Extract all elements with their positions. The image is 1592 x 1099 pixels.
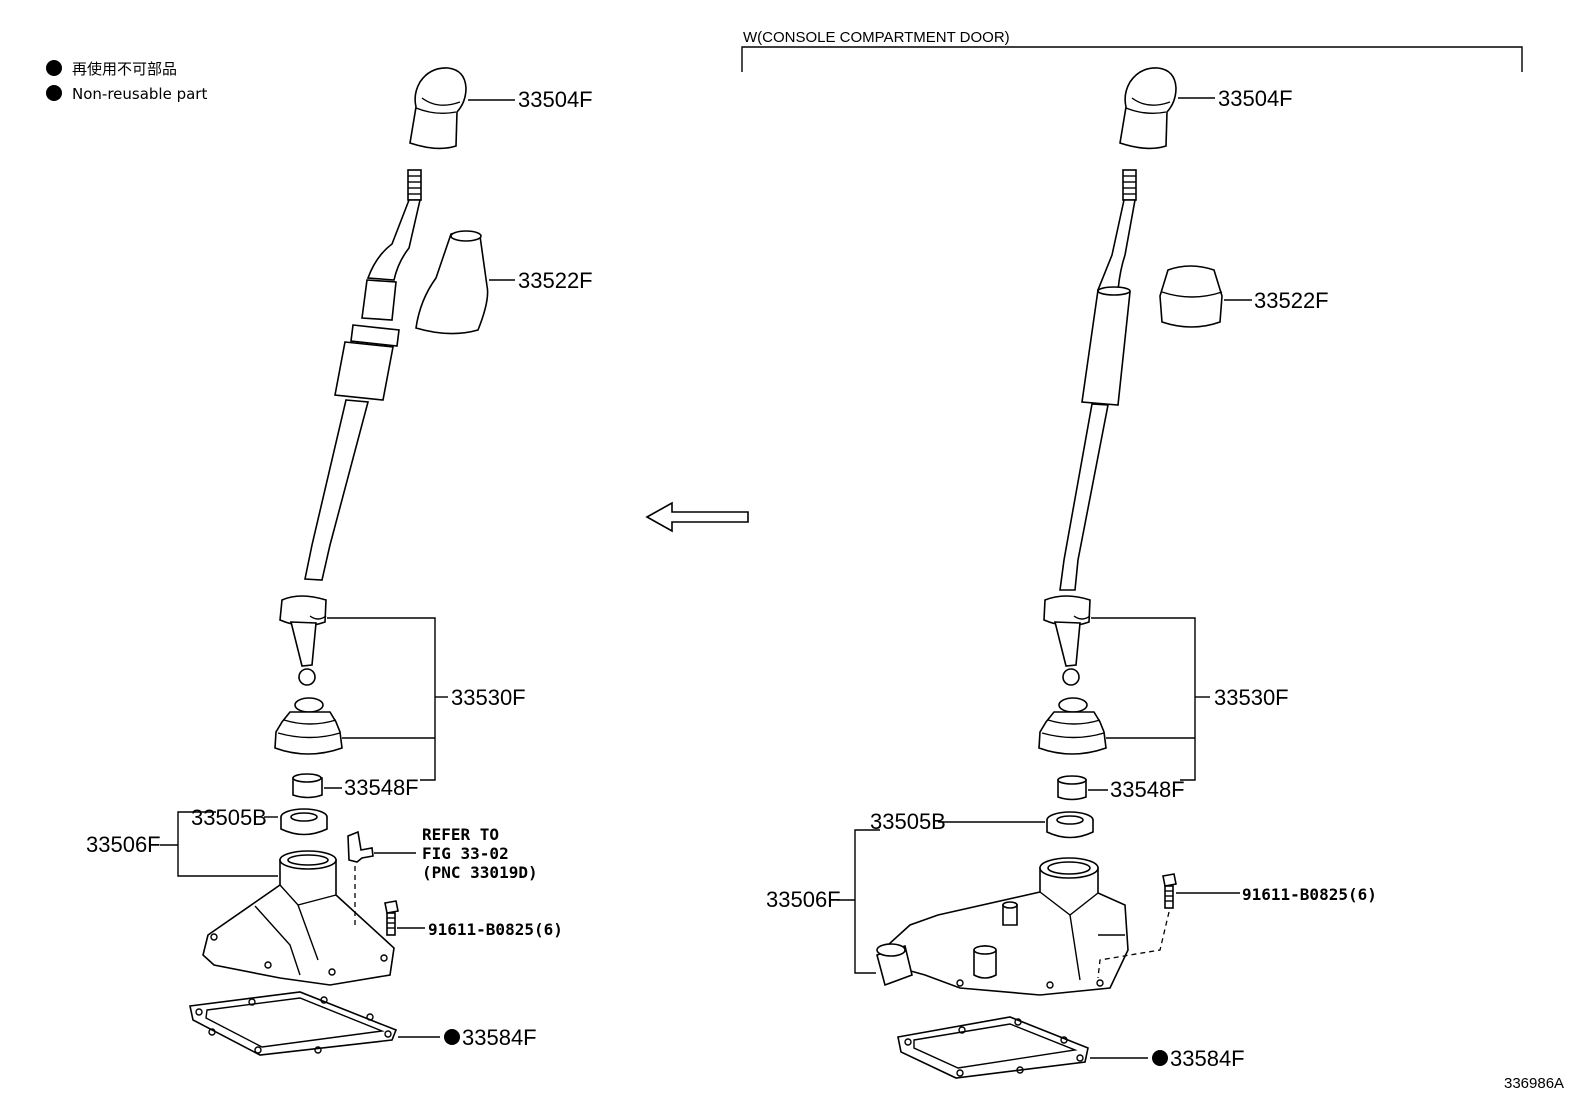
- label-refer-1: REFER TO: [422, 825, 499, 844]
- lever-bushing: [1057, 775, 1108, 801]
- shift-knob: [1119, 67, 1215, 150]
- label-boot: 33522F: [518, 268, 593, 293]
- shift-knob: [409, 67, 515, 150]
- label-boot: 33522F: [1254, 288, 1329, 313]
- lever-bushing: [292, 773, 342, 799]
- label-bolt: 91611-B0825(6): [428, 920, 563, 939]
- shift-lever-retainer: [160, 811, 395, 986]
- label-retainer: 33506F: [86, 832, 161, 857]
- retainer-bolt: [384, 900, 425, 936]
- non-reusable-marker-icon: [46, 85, 62, 101]
- label-knob: 33504F: [518, 87, 593, 112]
- retainer-seal: [938, 811, 1094, 839]
- non-reusable-marker-icon: [46, 60, 62, 76]
- label-bolt: 91611-B0825(6): [1242, 885, 1377, 904]
- left-assembly: 33504F 33522F 33530F 33548F 33505B 33506…: [86, 67, 593, 1056]
- right-panel-header: W(CONSOLE COMPARTMENT DOOR): [741, 29, 1523, 72]
- right-panel-title: W(CONSOLE COMPARTMENT DOOR): [743, 29, 1010, 46]
- breather-plug: [347, 830, 416, 925]
- retainer-gasket: [897, 1016, 1168, 1079]
- figure-id: 336986A: [1504, 1075, 1564, 1092]
- retainer-seal: [264, 808, 328, 836]
- label-refer-2: FIG 33-02: [422, 844, 509, 863]
- non-reusable-marker-icon: [444, 1029, 460, 1045]
- lever-bellow: [1038, 697, 1195, 755]
- right-assembly: 33504F 33522F 33530F 33548F 33505B 33506…: [766, 67, 1377, 1079]
- retainer-bolt: [1097, 873, 1240, 979]
- label-knob: 33504F: [1218, 86, 1293, 111]
- shift-lever-retainer: [838, 829, 1129, 996]
- label-gasket: 33584F: [1170, 1046, 1245, 1071]
- label-retainer: 33506F: [766, 887, 841, 912]
- shift-lever-rod: [279, 169, 448, 781]
- retainer-gasket: [189, 991, 460, 1056]
- non-reusable-marker-icon: [1152, 1050, 1168, 1066]
- label-gasket: 33584F: [462, 1025, 537, 1050]
- shift-boot: [415, 230, 515, 335]
- label-bushing: 33548F: [344, 775, 419, 800]
- label-bushing: 33548F: [1110, 777, 1185, 802]
- legend-japanese: 再使用不可部品: [72, 60, 177, 78]
- left-arrow-icon: [645, 501, 749, 533]
- legend-english: Non-reusable part: [72, 85, 207, 103]
- label-seal: 33505B: [191, 805, 267, 830]
- shift-lever-rod: [1043, 169, 1210, 781]
- lever-bellow: [274, 697, 435, 755]
- legend: 再使用不可部品 Non-reusable part: [46, 60, 207, 103]
- label-lever: 33530F: [451, 685, 526, 710]
- label-refer-3: (PNC 33019D): [422, 863, 538, 882]
- label-lever: 33530F: [1214, 685, 1289, 710]
- shift-boot: [1159, 265, 1252, 328]
- label-seal: 33505B: [870, 809, 946, 834]
